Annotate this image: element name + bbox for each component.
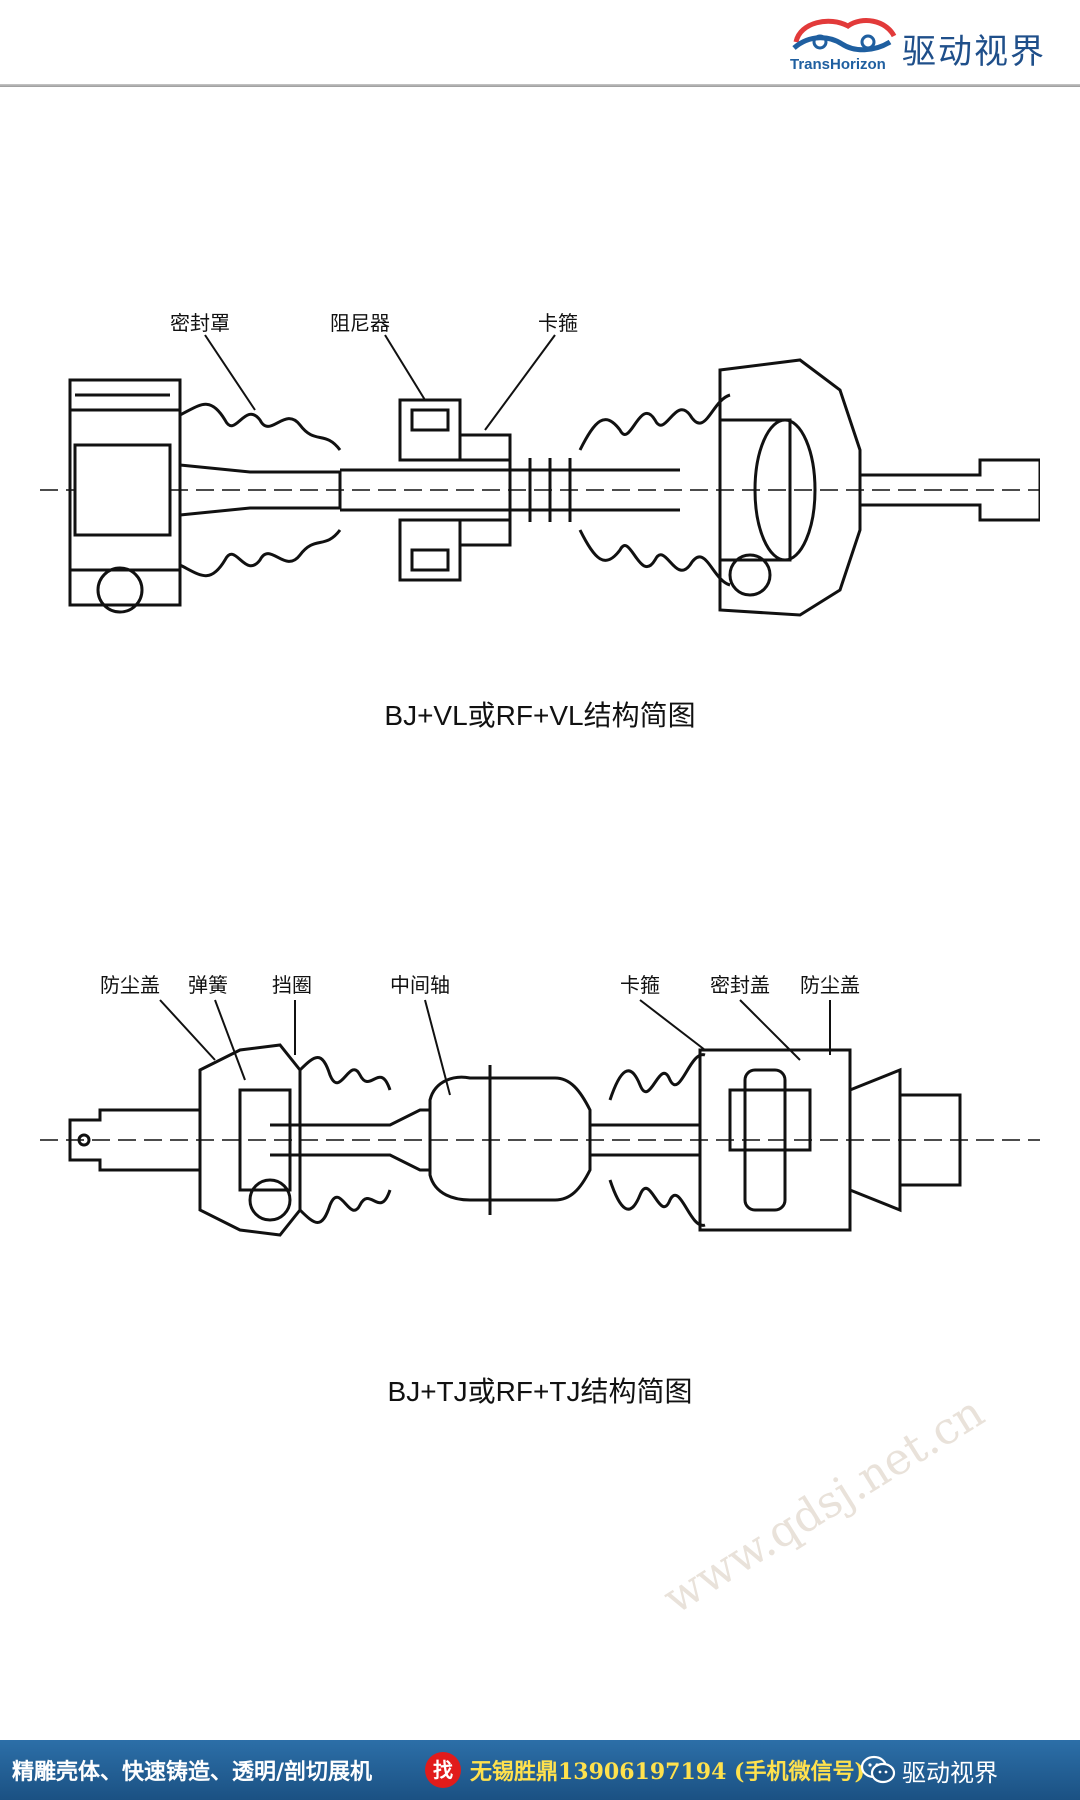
footer-brand-name: 驱动视界 [902,1759,998,1787]
label-seal-cover: 密封盖 [710,973,770,997]
brand-logo: 驱动视界 TransHorizon [790,10,1070,76]
label-intermediate-shaft: 中间轴 [390,973,450,997]
label-damper: 阻尼器 [330,311,390,335]
footer-banner: 精雕壳体、快速铸造、透明/剖切展机 找 无锡胜鼎13906197194 (手机微… [0,1740,1080,1800]
wechat-icon [860,1755,896,1784]
drive-shaft-diagram-2: 防尘盖 弹簧 挡圈 中间轴 卡箍 密封盖 防尘盖 [40,973,1040,1237]
diagram-2-caption: BJ+TJ或RF+TJ结构简图 [387,1376,693,1407]
label-dust-cover-right: 防尘盖 [800,973,860,997]
brand-name-en: TransHorizon [790,56,886,73]
footer-contact-text: 无锡胜鼎13906197194 (手机微信号) [470,1759,865,1785]
page-header: 驱动视界 TransHorizon [0,0,1080,88]
label-spring: 弹簧 [188,973,228,997]
drive-shaft-diagram-1: 密封罩 阻尼器 卡箍 [40,311,1040,617]
label-clamp-right: 卡箍 [620,973,660,997]
header-divider [0,84,1080,87]
diagram-1-caption: BJ+VL或RF+VL结构简图 [384,700,696,731]
label-retaining-ring: 挡圈 [272,973,312,997]
find-badge: 找 [425,1752,461,1788]
watermark-bottom: www.qdsj.net.cn [654,1386,993,1625]
label-dust-cover-left: 防尘盖 [100,973,160,997]
brand-name-cn: 驱动视界 [902,32,1046,72]
label-seal-boot: 密封罩 [170,311,230,335]
footer-promo-text: 精雕壳体、快速铸造、透明/剖切展机 [12,1759,373,1785]
label-clamp: 卡箍 [538,311,578,335]
car-wave-logo-icon [792,18,897,53]
